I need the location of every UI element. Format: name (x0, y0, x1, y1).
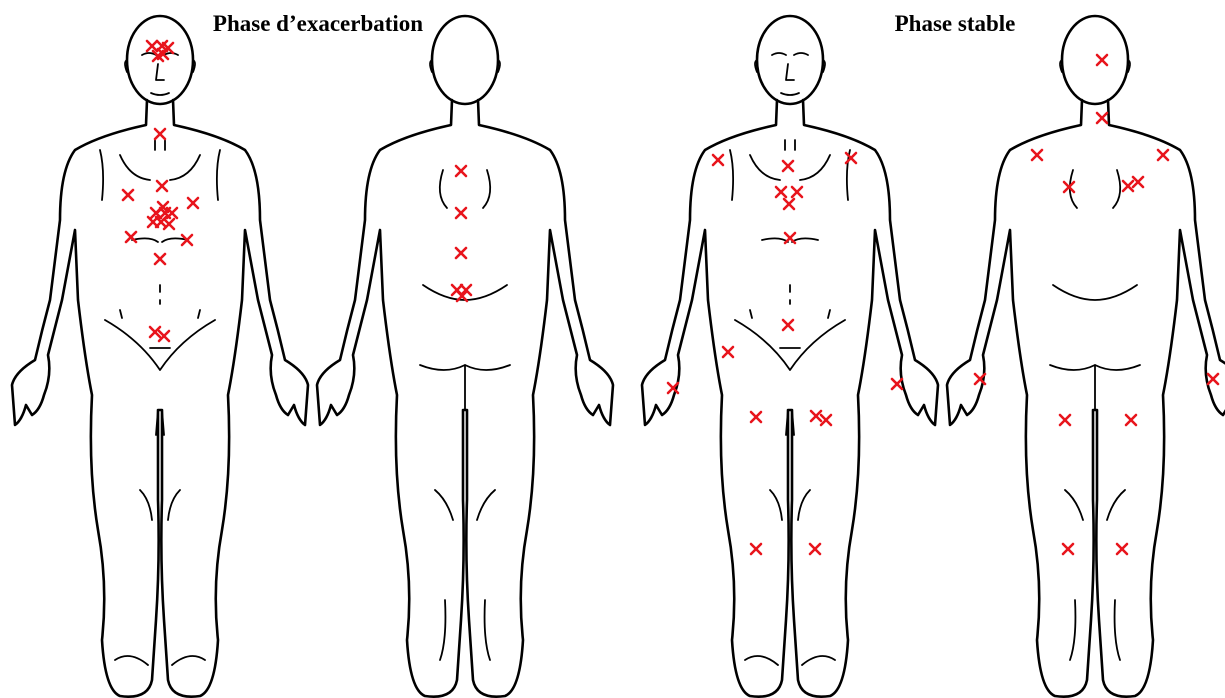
cross-mark-icon (157, 181, 167, 191)
cross-mark-icon (1063, 544, 1073, 554)
cross-mark-icon (147, 41, 157, 51)
cross-mark-icon (751, 412, 761, 422)
cross-mark-icon (783, 320, 793, 330)
cross-mark-icon (892, 379, 902, 389)
cross-mark-icon (713, 155, 723, 165)
cross-mark-icon (776, 187, 786, 197)
cross-mark-icon (723, 347, 733, 357)
cross-mark-icon (1097, 55, 1107, 65)
cross-mark-icon (810, 544, 820, 554)
body-back-exacerbation (317, 16, 613, 697)
cross-mark-icon (155, 254, 165, 264)
cross-mark-icon (126, 232, 136, 242)
cross-mark-icon (456, 166, 466, 176)
cross-mark-icon (123, 190, 133, 200)
body-back-stable (947, 16, 1225, 697)
cross-mark-icon (751, 544, 761, 554)
cross-mark-icon (785, 233, 795, 243)
cross-mark-icon (456, 248, 466, 258)
cross-mark-icon (1117, 544, 1127, 554)
cross-mark-icon (1032, 150, 1042, 160)
cross-mark-icon (1123, 181, 1133, 191)
cross-mark-icon (811, 411, 821, 421)
body-front-stable (642, 16, 938, 697)
cross-mark-icon (783, 161, 793, 171)
cross-mark-icon (164, 219, 174, 229)
body-front-exacerbation (12, 16, 308, 697)
cross-mark-icon (1126, 415, 1136, 425)
cross-mark-icon (784, 199, 794, 209)
cross-mark-icon (821, 415, 831, 425)
cross-mark-icon (1208, 374, 1218, 384)
cross-mark-icon (1097, 113, 1107, 123)
cross-mark-icon (155, 129, 165, 139)
cross-mark-icon (188, 198, 198, 208)
cross-mark-icon (1158, 150, 1168, 160)
marker-layer (123, 41, 1218, 554)
cross-mark-icon (1133, 177, 1143, 187)
cross-mark-icon (456, 208, 466, 218)
cross-mark-icon (1060, 415, 1070, 425)
cross-mark-icon (792, 187, 802, 197)
